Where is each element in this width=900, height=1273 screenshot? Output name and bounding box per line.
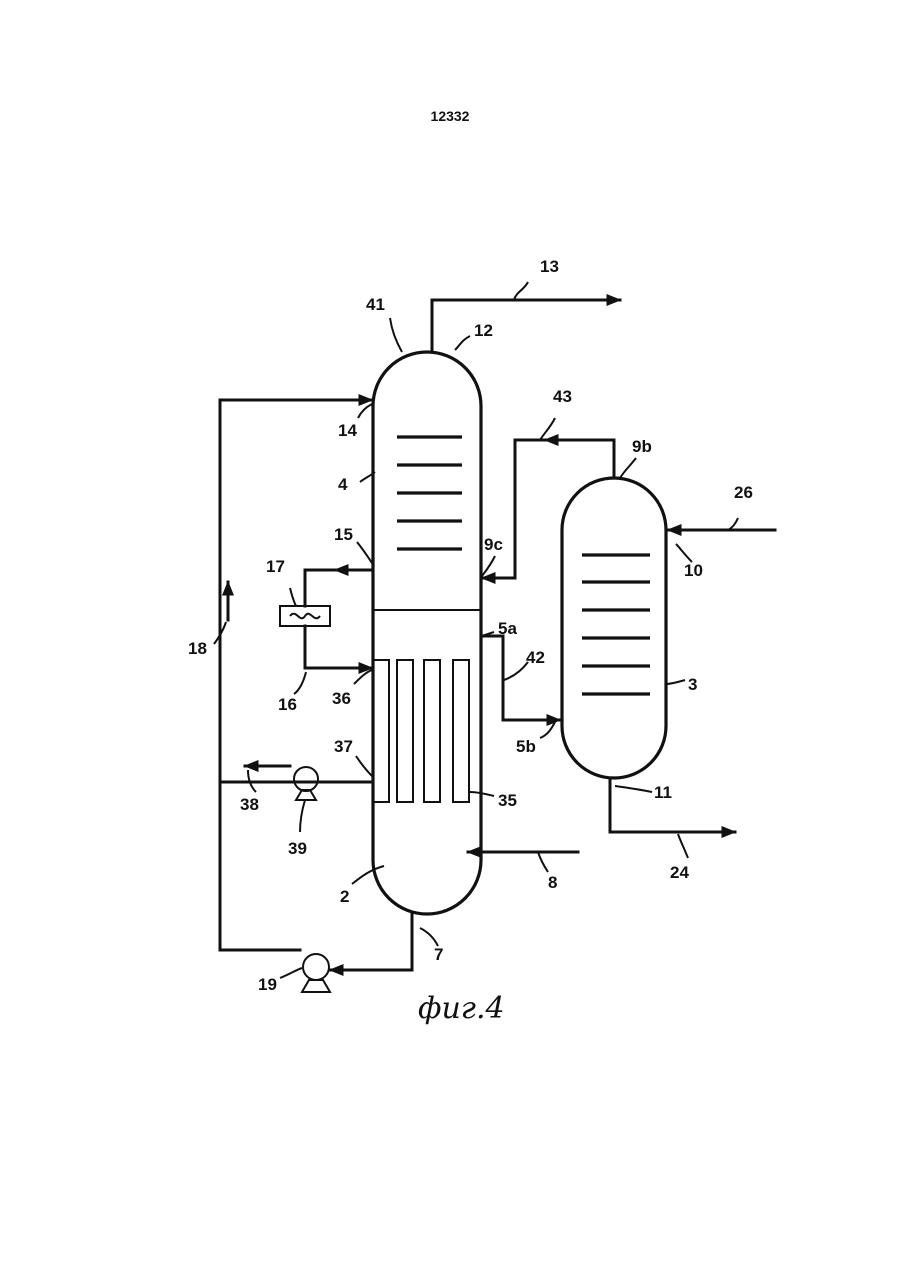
stream-42 — [482, 636, 560, 720]
figure-caption: фиг.4 — [418, 991, 505, 1026]
label-41: 41 — [366, 295, 385, 314]
label-38: 38 — [240, 795, 259, 814]
stream-7-bottoms — [330, 914, 412, 970]
label-42: 42 — [526, 648, 545, 667]
label-5a: 5a — [498, 619, 517, 638]
label-43: 43 — [553, 387, 572, 406]
label-14: 14 — [338, 421, 357, 440]
label-26: 26 — [734, 483, 753, 502]
stream-24-bottoms — [610, 778, 735, 832]
label-10: 10 — [684, 561, 703, 580]
label-5b: 5b — [516, 737, 536, 756]
stream-16-return — [305, 626, 372, 668]
label-37: 37 — [334, 737, 353, 756]
label-3: 3 — [688, 675, 697, 694]
label-16: 16 — [278, 695, 297, 714]
label-15: 15 — [334, 525, 353, 544]
label-8: 8 — [548, 873, 557, 892]
label-19: 19 — [258, 975, 277, 994]
label-35: 35 — [498, 791, 517, 810]
label-17: 17 — [266, 557, 285, 576]
label-39: 39 — [288, 839, 307, 858]
cooler-17-fan-icon — [290, 614, 320, 619]
label-12: 12 — [474, 321, 493, 340]
label-9c: 9c — [484, 535, 503, 554]
side-column-vessel — [562, 478, 666, 778]
label-24: 24 — [670, 863, 689, 882]
label-9b: 9b — [632, 437, 652, 456]
label-18: 18 — [188, 639, 207, 658]
stream-15-draw — [305, 570, 373, 606]
stream-18-recycle — [220, 400, 372, 950]
label-4: 4 — [338, 475, 348, 494]
label-7: 7 — [434, 945, 443, 964]
label-36: 36 — [332, 689, 351, 708]
label-11: 11 — [654, 783, 672, 802]
label-2: 2 — [340, 887, 349, 906]
pump-19-icon — [302, 954, 330, 992]
label-13: 13 — [540, 257, 559, 276]
